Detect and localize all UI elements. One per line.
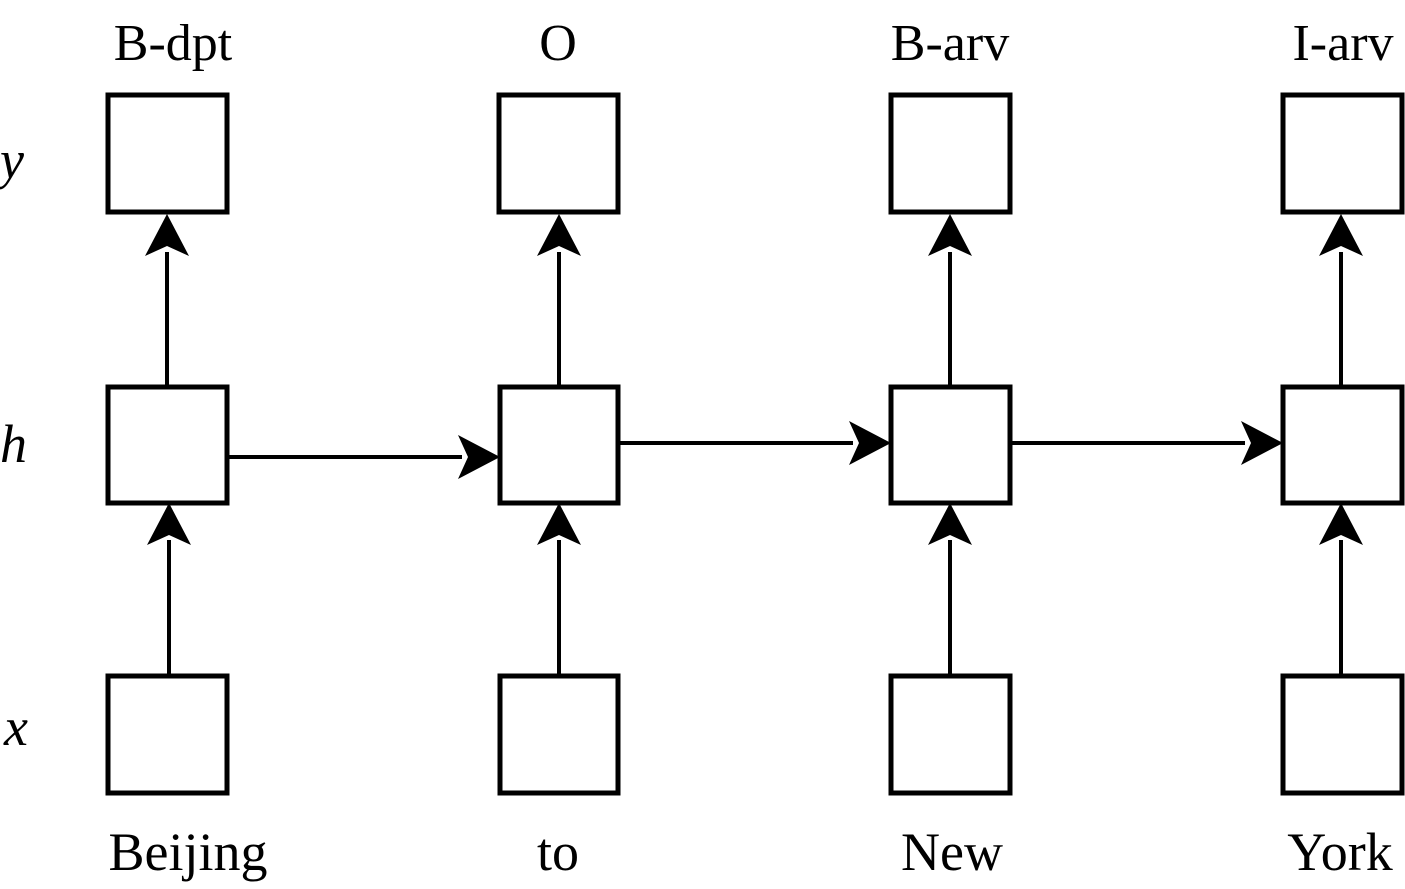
hidden-node — [888, 384, 1013, 506]
row-label-x: x — [3, 697, 28, 757]
arrowhead-up — [1319, 503, 1363, 545]
input-word: Beijing — [109, 822, 268, 882]
input-word: York — [1287, 822, 1393, 882]
output-tag: B-dpt — [114, 15, 233, 72]
arrowhead-up — [1319, 214, 1363, 256]
output-node — [105, 92, 230, 215]
input-node — [105, 673, 230, 796]
arrowhead-right — [849, 421, 891, 465]
row-label-h: h — [0, 414, 27, 474]
output-node — [1280, 92, 1405, 215]
arrowhead-up — [147, 503, 191, 545]
output-tag: I-arv — [1292, 15, 1393, 72]
output-node — [496, 92, 621, 215]
hidden-node — [1280, 384, 1405, 506]
input-word: New — [901, 822, 1003, 882]
row-label-y: y — [0, 130, 24, 190]
output-tag: O — [539, 15, 577, 72]
input-word: to — [537, 822, 579, 882]
output-tag: B-arv — [891, 15, 1009, 72]
hidden-node — [497, 384, 621, 506]
arrowhead-right — [458, 435, 500, 479]
input-node — [497, 673, 621, 796]
hidden-node — [105, 384, 230, 506]
arrowhead-right — [1241, 421, 1283, 465]
arrowhead-up — [928, 214, 972, 256]
arrowhead-up — [145, 214, 189, 256]
input-node — [888, 673, 1013, 796]
output-node — [888, 92, 1013, 215]
arrowhead-up — [537, 503, 581, 545]
arrowhead-up — [537, 214, 581, 256]
arrowhead-up — [928, 503, 972, 545]
input-node — [1280, 673, 1405, 796]
